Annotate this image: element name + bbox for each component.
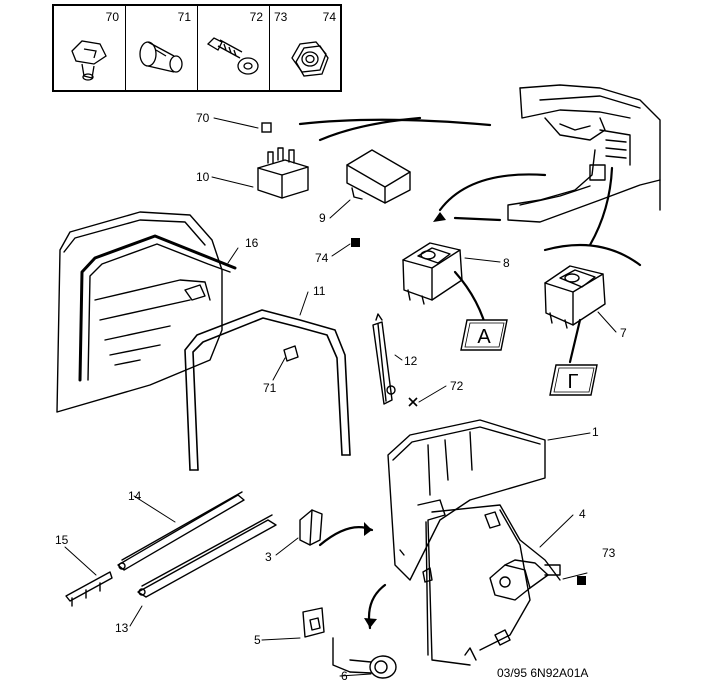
door-glass [387, 419, 546, 581]
callout-74: 74 [315, 251, 329, 265]
callout-9: 9 [319, 211, 326, 225]
callout-73: 73 [602, 546, 616, 560]
switch-tag-a-label: A [477, 326, 491, 348]
control-module [346, 149, 411, 204]
clip [65, 571, 113, 607]
legend-number: 71 [177, 10, 191, 24]
callout-3: 3 [265, 550, 272, 564]
callout-12: 12 [404, 354, 418, 368]
door-panel [56, 211, 223, 413]
legend-cell-72: 72 [198, 6, 270, 90]
callout-14: 14 [128, 489, 142, 503]
seal-strip [137, 514, 277, 598]
legend-cell-70: 70 [54, 6, 126, 90]
clip [299, 509, 323, 546]
door-seal [78, 234, 237, 382]
callout-1: 1 [592, 425, 599, 439]
callout-11: 11 [313, 284, 326, 298]
legend-number: 70 [105, 10, 119, 24]
callout-7: 7 [620, 326, 627, 340]
legend-cell-73-74: 73 74 [270, 6, 342, 90]
callout-15: 15 [55, 533, 69, 547]
marker-73 [577, 576, 586, 585]
window-run-channel [184, 309, 351, 471]
window-regulator [417, 499, 561, 666]
sill-trim [117, 491, 245, 571]
callout-13: 13 [115, 621, 129, 635]
callout-6: 6 [341, 669, 348, 683]
callout-5: 5 [254, 633, 261, 647]
window-switch [544, 265, 606, 329]
legend-cell-71: 71 [126, 6, 198, 90]
trim-strip [372, 313, 396, 405]
marker-72 [408, 397, 418, 407]
marker-70 [261, 122, 272, 133]
hex-nut-icon [291, 41, 329, 77]
clip-fastener-icon [71, 40, 107, 81]
switch-tag-b: Γ [549, 364, 598, 396]
leader-lines [64, 117, 617, 677]
callout-16: 16 [245, 236, 259, 250]
plug [332, 637, 397, 679]
push-rivet-icon [139, 41, 183, 73]
callout-8: 8 [503, 256, 510, 270]
clip [302, 607, 325, 638]
screw-washer-icon [206, 37, 259, 75]
switch-tag-b-label: Γ [567, 371, 578, 393]
marker-74 [351, 238, 360, 247]
callout-4: 4 [579, 507, 586, 521]
callout-72: 72 [450, 379, 464, 393]
dashboard-console [507, 84, 661, 223]
fastener-legend: 70 71 72 [52, 4, 342, 92]
callout-70: 70 [196, 111, 210, 125]
callout-10: 10 [196, 170, 210, 184]
window-switch [402, 242, 463, 305]
switch-tag-a: A [460, 319, 508, 351]
legend-number: 74 [322, 10, 336, 24]
rivet-71-marker [283, 345, 299, 362]
pointer-arrows [298, 116, 642, 630]
legend-number: 72 [249, 10, 263, 24]
callout-71: 71 [263, 381, 277, 395]
legend-number: 73 [274, 10, 288, 24]
reference-code: 03/95 6N92A01A [497, 666, 589, 680]
relay [257, 147, 309, 199]
